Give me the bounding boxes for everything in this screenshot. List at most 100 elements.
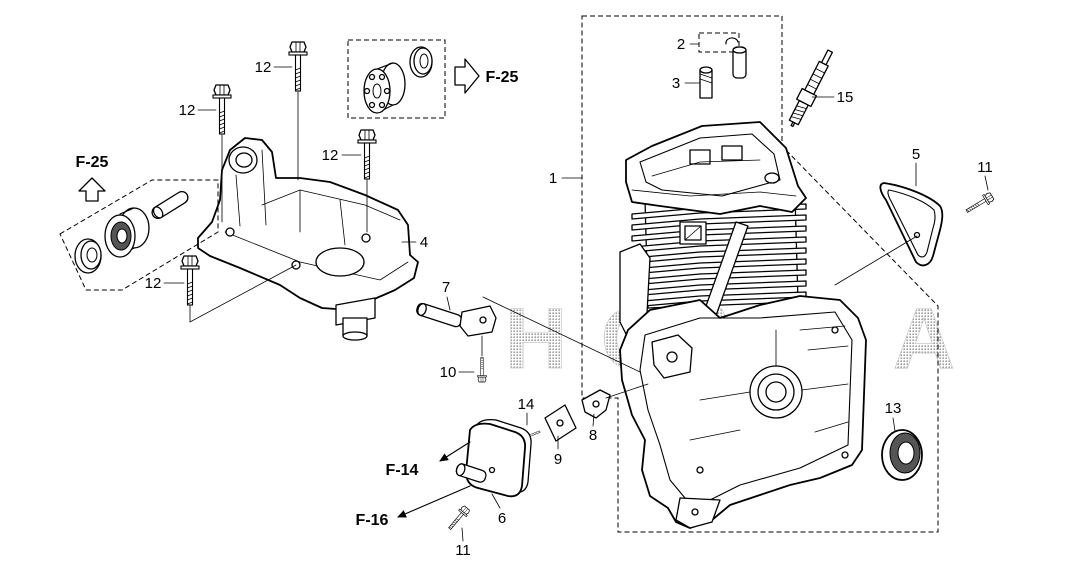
upper-case-recess [315,247,365,277]
valve-seat-left [689,149,711,165]
upper-case-bearing-bore [235,152,253,168]
oil-seal-part-13 [881,429,923,481]
callout-7: 7 [442,279,450,296]
callout-5: 5 [912,146,920,163]
plate-hole [592,400,600,408]
bolt-assembly-guides [189,91,368,323]
gasket-inner [887,189,936,258]
bearing-top [363,62,406,114]
spark-plug-terminal [820,49,834,66]
gasket-part-9 [544,404,577,442]
callout-2: 2 [677,36,685,53]
up-arrow-icon [78,177,106,202]
bearing-ball [383,87,391,95]
ref-f16: F-16 [356,512,389,529]
crankcase-bolt-hole [841,451,849,459]
bearing-ball [368,73,376,81]
spark-plug-ribs [807,68,826,90]
piston-pin-clip-part-2 [698,32,747,79]
breather-hole [666,351,678,363]
gasket-9-hole [556,419,564,427]
callout-10: 10 [440,364,457,381]
right-arrow-icon [454,58,480,94]
ref-f25-left: F-25 [76,154,109,171]
breather-flange-hole [479,316,487,324]
breather-tube-part-7 [416,302,497,337]
crankcase-ribs [689,325,849,441]
callout-leader-lines [163,43,989,542]
upper-case-part-4 [197,137,419,341]
breather-flange [459,305,497,337]
callout-11-right: 11 [977,159,993,176]
bearing-ball [363,87,371,95]
cover-hole [488,466,496,474]
dowel-top [699,66,713,74]
callout-14: 14 [518,396,535,413]
bearing-left [104,207,150,258]
callout-15: 15 [837,89,854,106]
crankcase-bolt-hole [831,326,839,334]
callout-6: 6 [498,510,506,527]
dowel-pin-part-3 [699,66,713,99]
crankcase-mating-face [639,311,853,506]
oil-seal-bore [419,53,429,69]
callout-3: 3 [672,75,680,92]
gasket-assembly-guide [834,235,918,286]
cover-face [465,422,526,498]
spark-plug-thread-lines [790,105,807,120]
ref-f14: F-14 [386,462,419,479]
breather-assembly-guide [481,296,641,373]
mounting-foot-hole [691,508,699,516]
cylinder-block-part-1 [619,121,867,529]
bearing-ball [378,73,386,81]
circlip [725,37,739,45]
intake-port [679,221,707,245]
clip-outline [698,32,740,53]
callout-13: 13 [885,400,902,417]
cover-nozzle-end [455,463,466,477]
callout-12-upper-left: 12 [179,102,196,119]
intake-port-hatch [684,225,702,241]
bearing-bore [116,228,128,244]
gasket-part-5 [879,182,944,267]
dowel-hatch [699,73,713,84]
seal-bore [897,441,915,465]
bearing-kit-outline-top [347,39,446,119]
arrow-to-f14 [439,441,471,462]
upper-case-bolt-hole [361,233,371,243]
bearing-ball [378,101,386,109]
collar-end [152,206,164,219]
oil-seal-left [74,238,102,274]
plate-assembly-guide [605,383,649,399]
upper-case-spout-end [342,331,368,341]
arrow-to-f16 [397,485,471,518]
callout-8: 8 [589,427,597,444]
bearing-bore [372,83,382,99]
piston-pin-end [732,46,747,54]
valve-seat-right [721,145,743,161]
callout-1: 1 [549,170,557,187]
spark-plug-boss [764,172,780,184]
head-gasket-line [631,189,797,197]
oil-seal-top [409,46,433,78]
rocker-chamber [639,133,781,197]
ref-f25-top: F-25 [486,69,519,86]
oil-seal-bore [86,247,98,263]
upper-case-bolt-hole [225,227,235,237]
rocker-edge [651,159,761,177]
collar-sleeve [151,190,189,220]
gasket-hole [913,231,921,239]
breather-tube-end [417,303,427,316]
callout-12-top: 12 [255,59,272,76]
bearing-ball [368,101,376,109]
callout-9: 9 [554,451,562,468]
cover-part-6 [455,418,532,498]
gasket-outer [879,182,944,267]
crankcase-bolt-hole [696,466,704,474]
spark-plug-part-15 [788,49,834,128]
crankshaft-bore [765,381,787,403]
callout-4: 4 [420,234,428,251]
bearing-kit-outline-left [59,179,219,291]
callout-11-bottom: 11 [455,542,471,559]
fin [631,214,807,231]
